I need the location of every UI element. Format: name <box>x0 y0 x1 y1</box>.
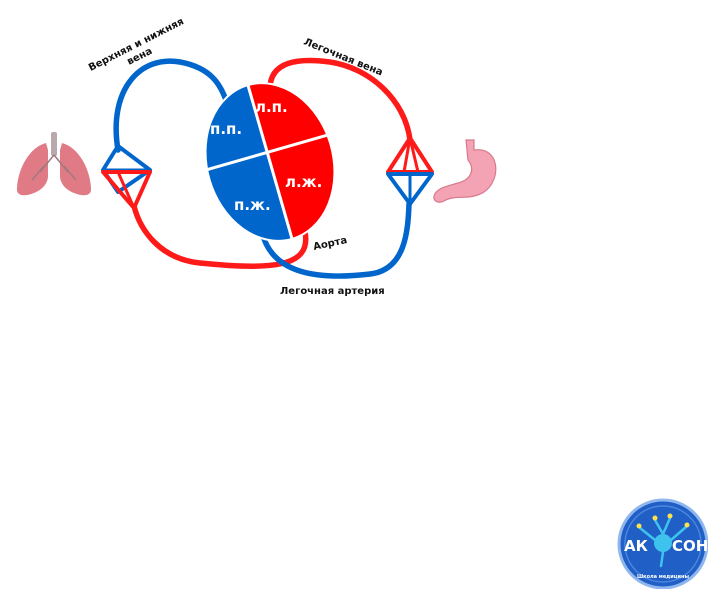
septum-line <box>245 82 295 242</box>
logo-left-text: АК <box>624 537 649 555</box>
pulmonary-vein-vessel <box>267 57 413 143</box>
chamber-label-lv: л.ж. <box>285 173 322 191</box>
aorta-label: Аорта <box>312 235 348 253</box>
chamber-label-ra: п.п. <box>210 120 242 138</box>
heart <box>187 67 353 257</box>
lungs-icon <box>16 132 92 196</box>
stomach-icon <box>433 139 497 203</box>
aksoh-logo: АК СОН Школа медицины <box>617 498 708 589</box>
aorta-vessel <box>131 203 309 269</box>
logo-tagline: Школа медицины <box>637 574 689 580</box>
vessels <box>113 57 413 279</box>
chamber-label-la: л.п. <box>255 98 288 116</box>
right-capillary-bed <box>386 136 434 206</box>
left-capillary-red <box>101 170 152 210</box>
vena-cava-vessel <box>113 58 229 153</box>
left-capillary-bed <box>101 144 152 210</box>
chamber-label-rv: п.ж. <box>234 196 271 214</box>
vena-cava-label-line1: Верхняя и нижняя <box>87 16 186 74</box>
pulmonary-artery-label: Легочная артерия <box>280 286 385 297</box>
logo-right-text: СОН <box>672 537 708 555</box>
neuron-icon <box>636 513 690 568</box>
valve-line <box>204 133 331 172</box>
pulmonary-artery-vessel <box>259 201 412 279</box>
pulmonary-vein-label: Легочная вена <box>302 37 384 79</box>
